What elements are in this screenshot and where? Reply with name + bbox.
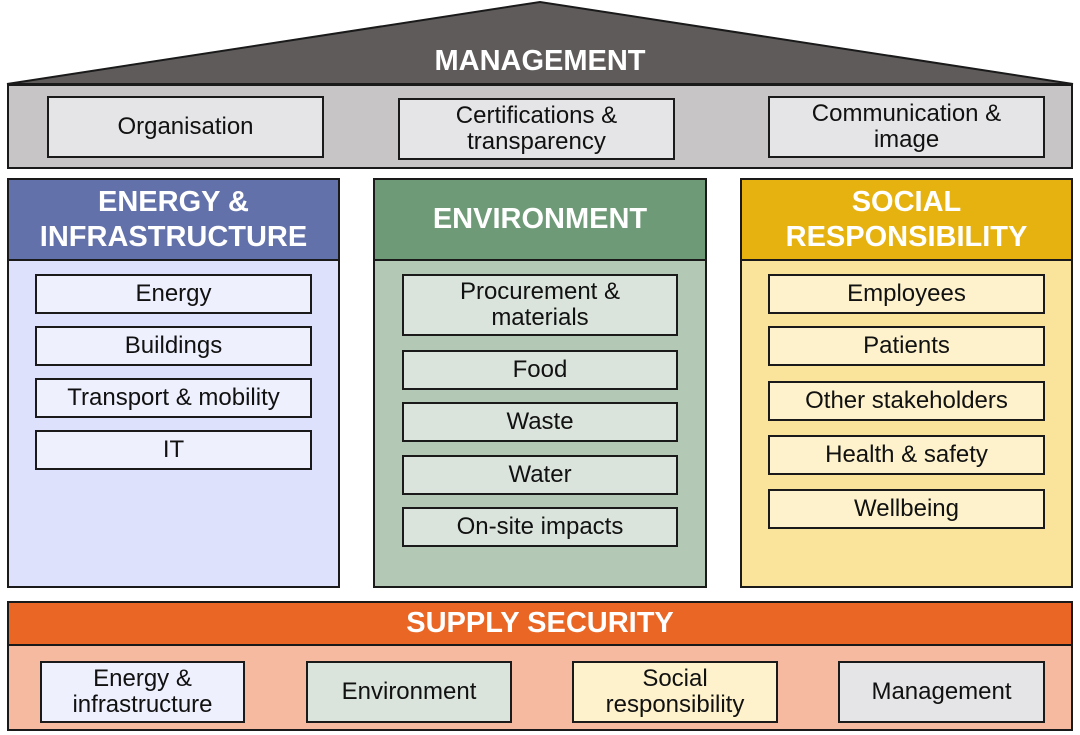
social-item-wellbeing: Wellbeing <box>768 489 1045 529</box>
environment-item-onsite-impacts: On-site impacts <box>402 507 678 547</box>
energy-item-buildings: Buildings <box>35 326 312 366</box>
social-item-employees: Employees <box>768 274 1045 314</box>
supply-item-environment: Environment <box>306 661 512 723</box>
social-item-other-stakeholders: Other stakeholders <box>768 381 1045 421</box>
supply-security-title: SUPPLY SECURITY <box>7 601 1073 646</box>
management-title: MANAGEMENT <box>434 45 646 77</box>
environment-item-water: Water <box>402 455 678 495</box>
environment-item-food: Food <box>402 350 678 390</box>
supply-item-management: Management <box>838 661 1045 723</box>
social-item-health-safety: Health & safety <box>768 435 1045 475</box>
pillar-social-title: SOCIAL RESPONSIBILITY <box>740 178 1073 261</box>
energy-item-transport: Transport & mobility <box>35 378 312 418</box>
environment-item-waste: Waste <box>402 402 678 442</box>
management-item-communication: Communication & image <box>768 96 1045 158</box>
supply-item-social-responsibility: Social responsibility <box>572 661 778 723</box>
social-item-patients: Patients <box>768 326 1045 366</box>
pillar-environment-title: ENVIRONMENT <box>373 178 707 261</box>
energy-item-energy: Energy <box>35 274 312 314</box>
energy-item-it: IT <box>35 430 312 470</box>
environment-item-procurement: Procurement & materials <box>402 274 678 336</box>
management-item-organisation: Organisation <box>47 96 324 158</box>
management-item-certifications: Certifications & transparency <box>398 98 675 160</box>
supply-item-energy-infrastructure: Energy & infrastructure <box>40 661 245 723</box>
pillar-energy-title: ENERGY & INFRASTRUCTURE <box>7 178 340 261</box>
